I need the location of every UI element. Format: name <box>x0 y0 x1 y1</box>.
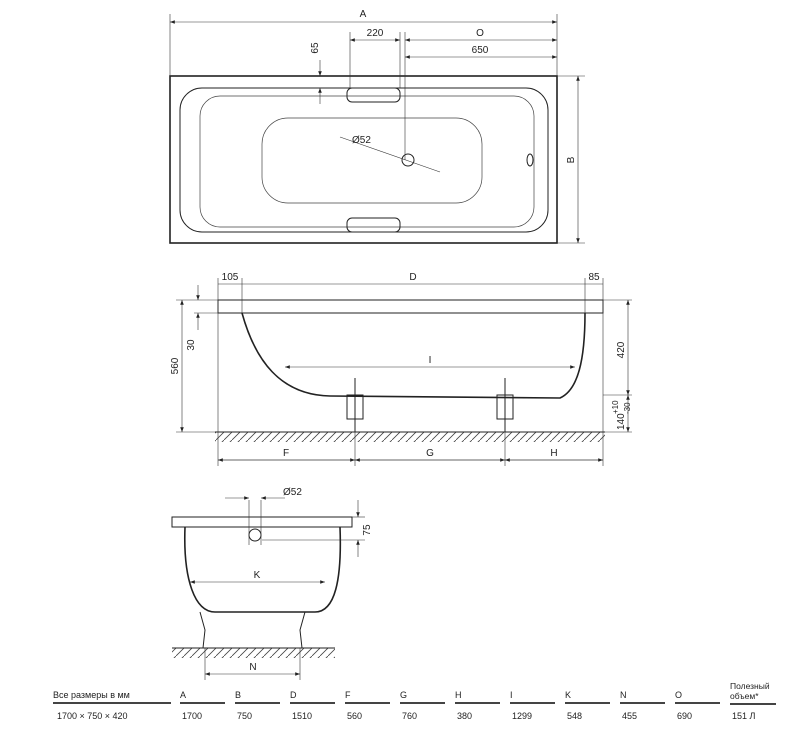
drawing-canvas: A 220 O 650 65 Ø52 B 105 D 85 560 30 I 4… <box>169 9 632 680</box>
dim-560: 560 <box>170 357 181 374</box>
dim-75: 75 <box>362 524 373 536</box>
dim-end-drain-52: Ø52 <box>283 487 302 498</box>
table-cell: 750 <box>237 711 253 721</box>
dim-65: 65 <box>310 42 321 54</box>
top-view: A 220 O 650 65 Ø52 B <box>169 9 585 244</box>
table-header: O <box>675 684 720 704</box>
table-cell: 760 <box>402 711 418 721</box>
basin-floor <box>261 117 483 204</box>
dim-85: 85 <box>588 272 600 283</box>
end-view: Ø52 75 K N <box>171 487 373 680</box>
overflow-icon <box>526 153 534 167</box>
table-header: H <box>455 684 500 704</box>
end-floor <box>172 648 335 658</box>
dim-K: K <box>254 570 261 581</box>
table-cell: 1299 <box>512 711 533 721</box>
table-header: D <box>290 684 335 704</box>
dim-G: G <box>426 448 434 459</box>
tol-plus: +10 <box>611 400 620 414</box>
dim-220: 220 <box>367 28 384 39</box>
dim-F: F <box>283 448 289 459</box>
table-header: K <box>565 684 610 704</box>
table-cell: 151 Л <box>732 711 756 721</box>
table-cell: 1700 <box>182 711 203 721</box>
dim-B: B <box>566 156 577 163</box>
dim-105: 105 <box>222 272 239 283</box>
tub-outline <box>169 75 558 244</box>
dim-650: 650 <box>472 45 489 56</box>
dim-I: I <box>429 355 432 366</box>
dim-140: 140 <box>616 413 627 430</box>
end-rim <box>171 516 353 528</box>
tol-minus: -30 <box>623 402 632 414</box>
table-header: Все размеры в мм <box>53 684 171 704</box>
table-header: I <box>510 684 555 704</box>
dim-H: H <box>550 448 557 459</box>
table-cell: 455 <box>622 711 638 721</box>
dim-O: O <box>476 28 484 39</box>
drain-icon <box>401 153 415 167</box>
dim-30: 30 <box>186 339 197 351</box>
dim-N: N <box>249 662 256 673</box>
table-cell: 1510 <box>292 711 313 721</box>
table-cell: 548 <box>567 711 583 721</box>
handle-top <box>346 87 401 103</box>
dim-A: A <box>360 9 367 20</box>
table-header: F <box>345 684 390 704</box>
side-body <box>241 312 586 399</box>
handle-bottom <box>346 217 401 233</box>
end-feet <box>199 611 306 649</box>
table-header: A <box>180 684 225 704</box>
end-body <box>183 526 342 613</box>
dim-420: 420 <box>616 341 627 358</box>
table-cell: 1700 × 750 × 420 <box>57 711 128 721</box>
dim-drain-52: Ø52 <box>352 135 371 146</box>
table-cell: 380 <box>457 711 473 721</box>
floor <box>215 432 605 442</box>
basin <box>199 95 535 228</box>
side-view: 105 D 85 560 30 I 420 140 +10 -30 F G H <box>170 272 632 466</box>
table-header: Полезный объем* <box>730 681 776 705</box>
table-header: N <box>620 684 665 704</box>
table-header: G <box>400 684 445 704</box>
dim-D: D <box>409 272 416 283</box>
table-cell: 690 <box>677 711 693 721</box>
table-header: B <box>235 684 280 704</box>
table-cell: 560 <box>347 711 363 721</box>
